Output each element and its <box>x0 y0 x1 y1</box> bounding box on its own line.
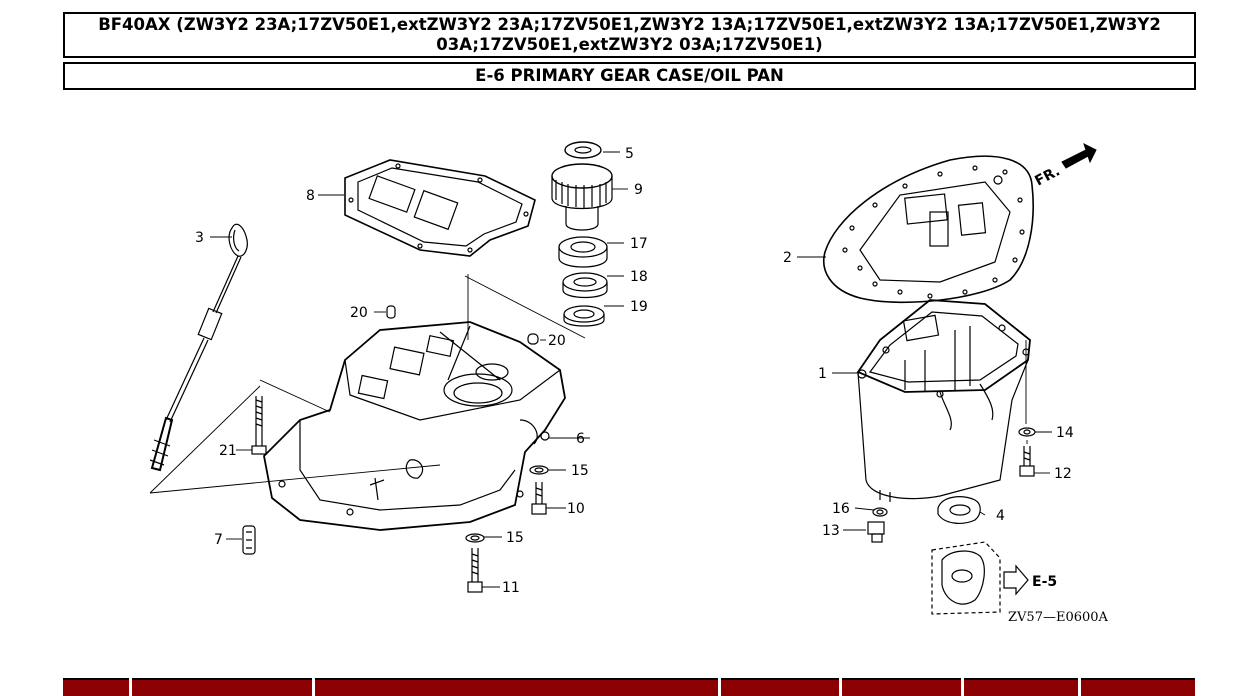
table-header-cell <box>315 678 718 696</box>
callout-18: 18 <box>630 269 648 285</box>
callout-20a: 20 <box>350 305 368 321</box>
section-title: E-6 PRIMARY GEAR CASE/OIL PAN <box>63 62 1196 90</box>
table-header-cell <box>63 678 129 696</box>
callout-21: 21 <box>219 443 237 459</box>
callout-14: 14 <box>1056 425 1074 441</box>
oil-pan-part-1[interactable] <box>856 299 1031 502</box>
clip-part-7[interactable] <box>242 525 256 555</box>
callout-10: 10 <box>567 501 585 517</box>
front-arrow-icon <box>1061 143 1097 169</box>
callout-3: 3 <box>195 230 204 246</box>
callout-16: 16 <box>832 501 850 517</box>
callout-11: 11 <box>502 580 520 596</box>
front-label: FR. <box>1032 163 1062 189</box>
callout-13: 13 <box>822 523 840 539</box>
table-header-cell <box>1081 678 1195 696</box>
callout-20b: 20 <box>548 333 566 349</box>
page-title: BF40AX (ZW3Y2 23A;17ZV50E1,extZW3Y2 23A;… <box>63 12 1196 58</box>
table-header-cell <box>132 678 312 696</box>
callout-15a: 15 <box>571 463 589 479</box>
callout-4: 4 <box>996 508 1005 524</box>
washer-part-15a[interactable] <box>529 465 549 475</box>
dowel-part-20a[interactable] <box>386 305 396 319</box>
bolt-part-11[interactable] <box>467 548 483 593</box>
callout-9: 9 <box>634 182 643 198</box>
gasket-part-4[interactable] <box>937 496 981 524</box>
table-header-cell <box>964 678 1078 696</box>
diagram-code: ZV57—E0600A <box>1008 610 1109 625</box>
callout-8: 8 <box>306 188 315 204</box>
washer-part-16[interactable] <box>872 507 888 517</box>
e5-reference-label[interactable]: E-5 <box>1032 574 1057 590</box>
e5-reference-detail <box>931 541 1029 615</box>
dowel-part-20b[interactable] <box>527 333 539 345</box>
bolt-part-10[interactable] <box>531 482 547 515</box>
dipstick-part[interactable] <box>149 223 248 472</box>
callout-15b: 15 <box>506 530 524 546</box>
callout-1: 1 <box>818 366 827 382</box>
callout-6: 6 <box>576 431 585 447</box>
washer-part-14[interactable] <box>1018 427 1036 437</box>
plug-part-13[interactable] <box>867 521 885 543</box>
gear-stack-parts[interactable] <box>551 141 613 327</box>
callout-19: 19 <box>630 299 648 315</box>
table-header-cell <box>721 678 839 696</box>
callout-5: 5 <box>625 146 634 162</box>
callout-7: 7 <box>214 532 223 548</box>
callout-leaders <box>210 151 1052 588</box>
gasket-part-2[interactable] <box>823 155 1034 304</box>
bolt-part-21[interactable] <box>251 396 267 455</box>
callout-17: 17 <box>630 236 648 252</box>
callout-12: 12 <box>1054 466 1072 482</box>
callout-2: 2 <box>783 250 792 266</box>
gear-case-part-6[interactable] <box>263 321 566 531</box>
table-header-cell <box>842 678 961 696</box>
washer-part-15b[interactable] <box>465 533 485 543</box>
gasket-part-8[interactable] <box>344 159 536 257</box>
bolt-part-12[interactable] <box>1019 446 1035 477</box>
